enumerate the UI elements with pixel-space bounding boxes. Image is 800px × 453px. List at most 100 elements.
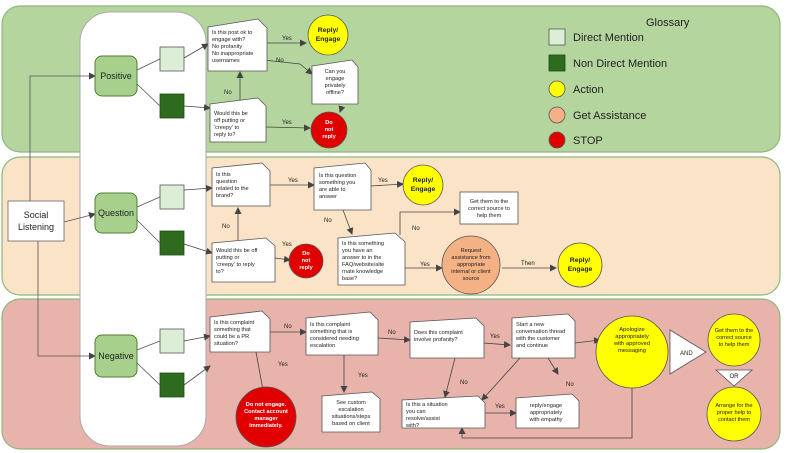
question-q-faq-line-4: FAQ/website/alte [342,262,384,268]
negative-q-escalation-line-4: escalation [310,343,335,349]
question-q-brand-line-3: related to the [216,186,249,192]
glossary-get-assistance-label: Get Assistance [573,110,646,122]
positive-q-off-putting-node [209,97,267,143]
positive-stop-line-1: Do [325,120,333,126]
positive-q-post-ok-line-5: usernames [212,58,240,64]
negative-do-not-engage-line-2: Contact account [244,409,288,415]
question-q-faq-line-3: answer to in the [342,255,382,261]
positive-yes-label-2: Yes [282,120,292,126]
question-q-off-putting-line-4: to? [216,269,224,275]
question-q-able-line-4: answer [319,194,337,200]
positive-non-direct-mention-square [159,93,185,119]
negative-correct-source-line-2: correct source [716,335,751,341]
negative-new-thread-node [511,313,576,359]
mention-squares [159,46,185,398]
negative-q-escalation-line-3: considered needing [310,336,359,342]
positive-reply-engage-node [307,14,349,56]
question-assist-node [441,235,501,295]
negative-apologize-node [595,315,669,389]
question-stop-line-3: reply [299,265,313,271]
question-node [94,192,138,234]
negative-q-escalation-node [305,311,379,356]
positive-no-label-2: No [224,90,232,96]
negative-apologize-line-1: Apologize [619,327,644,333]
glossary-non-direct-mention-label: Non Direct Mention [573,58,667,70]
negative-apologize-line-4: messaging [618,348,646,354]
negative-no-label-2: No [388,330,396,336]
positive-reply-engage-line-1: Reply/ [318,27,339,34]
question-no-label-3: No [412,226,420,232]
negative-no-label-3: No [460,380,468,386]
positive-q-off-putting-line-1: Would this be [214,111,248,117]
negative-yes-label-1: Yes [278,362,288,368]
negative-q-resolve-line-1: Is this a situation [406,402,448,408]
question-assist-line-1: Request [461,248,482,254]
positive-label: Positive [100,71,132,81]
question-stop-node [288,243,324,279]
positive-no-label-1: No [276,58,284,64]
question-reply-engage-2-node [557,242,603,288]
glossary-direct-mention-swatch [548,28,566,46]
question-q-faq-line-5: rnate knowledge [342,269,383,275]
negative-new-thread-line-4: and continue [516,343,548,349]
glossary-get-assistance-swatch [548,106,566,124]
negative-and-label: AND [680,351,693,357]
negative-reply-empathy-node [515,393,580,429]
positive-q-post-ok-line-2: engage with? [212,37,245,43]
sentiment-connectors [136,58,161,386]
glossary-direct-mention-label: Direct Mention [573,32,644,44]
negative-arrange-help-line-1: Arrange for the [715,403,752,409]
positive-q-post-ok-node [207,18,268,72]
question-q-able-line-1: Is this question [319,173,356,179]
negative-q-profanity-line-1: Does this complaint [414,330,463,336]
positive-q-post-ok-line-4: No inappropriate [212,51,253,57]
positive-q-private-line-2: engage [326,76,345,82]
negative-q-pr-node [209,310,271,353]
negative-or-arrow [714,369,754,387]
negative-do-not-engage-line-1: Do not engage. [246,402,287,408]
negative-no-label-4: No [566,382,574,388]
question-q-off-putting-line-3: 'creepy' to reply [216,262,255,268]
negative-custom-escalation-line-2: escalation [338,407,363,413]
negative-reply-empathy-line-2: appropriately [530,410,563,416]
question-q-able-node [313,162,372,211]
question-q-faq-node [337,232,406,286]
positive-q-off-putting-line-4: reply to? [214,132,235,138]
glossary-action-swatch [548,80,566,98]
question-assist-line-3: appropriate [457,262,485,268]
glossary-stop-label: STOP [573,135,603,147]
question-q-able-line-2: something you [319,180,355,186]
question-stop-line-1: Do [302,251,310,257]
social-listening-node [7,200,65,242]
negative-do-not-engage-line-4: immediately. [249,423,283,429]
social-listening-label-2: Listening [18,222,54,232]
flow-connectors [183,39,633,439]
question-assist-line-2: assistance from [451,255,491,261]
positive-q-post-ok-line-3: No profanity [212,44,242,50]
question-then-label: Then [521,261,535,267]
question-reply-engage-node [402,164,444,206]
question-non-direct-mention-square [159,230,185,256]
negative-reply-empathy-line-3: with empathy [529,417,563,423]
negative-q-pr-line-1: Is this complaint [214,320,255,326]
positive-q-off-putting-line-3: 'creepy' to [214,125,239,131]
negative-correct-source-line-3: to help them [719,342,750,348]
question-q-faq-line-2: you have an [342,248,372,254]
negative-q-pr-line-3: could be a PR [214,334,249,340]
positive-q-private-line-1: Can you [325,69,346,75]
negative-q-profanity-node [409,317,485,359]
question-flow: Is this question related to the brand? I… [211,162,603,295]
question-q-brand-line-2: question [216,179,237,185]
glossary-non-direct-mention-swatch [548,54,566,72]
question-q-brand-line-4: brand? [216,193,233,199]
question-q-brand-node [211,162,271,207]
negative-and-arrow [669,329,707,375]
negative-correct-source-line-1: Get them to the [715,328,754,334]
negative-q-escalation-line-1: Is this complaint [310,322,351,328]
negative-label: Negative [98,351,134,361]
negative-apologize-line-3: with approved [613,341,650,347]
negative-q-resolve-node [401,395,486,429]
glossary-title: Glossary [646,17,690,29]
social-listening-label-1: Social [24,210,49,220]
